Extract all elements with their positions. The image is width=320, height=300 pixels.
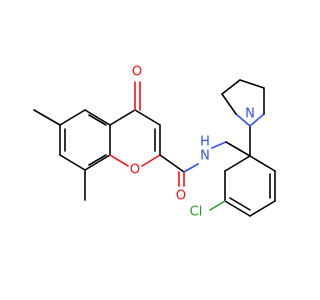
pyrrolidine-nitrogen-label: N bbox=[245, 107, 255, 122]
pyrrolidine-ring bbox=[221, 79, 265, 157]
structure-canvas: O O O N H N Cl bbox=[33, 64, 276, 220]
amide-oxygen-label: O bbox=[176, 189, 186, 204]
chlorine-label: Cl bbox=[190, 205, 203, 220]
amide-linker bbox=[159, 141, 251, 187]
pyranone-ring bbox=[109, 81, 161, 167]
amide-hydrogen-label: H bbox=[200, 135, 210, 150]
chlorophenyl-ring bbox=[209, 155, 276, 217]
amide-nitrogen-label: N bbox=[200, 149, 210, 164]
methyl-6 bbox=[33, 109, 61, 126]
chromone-benzene-ring bbox=[59, 109, 111, 171]
carbonyl-oxygen-label: O bbox=[132, 65, 142, 80]
ring-oxygen-label: O bbox=[130, 163, 140, 178]
chemical-structure-drawing: O O O N H N Cl bbox=[33, 65, 276, 220]
